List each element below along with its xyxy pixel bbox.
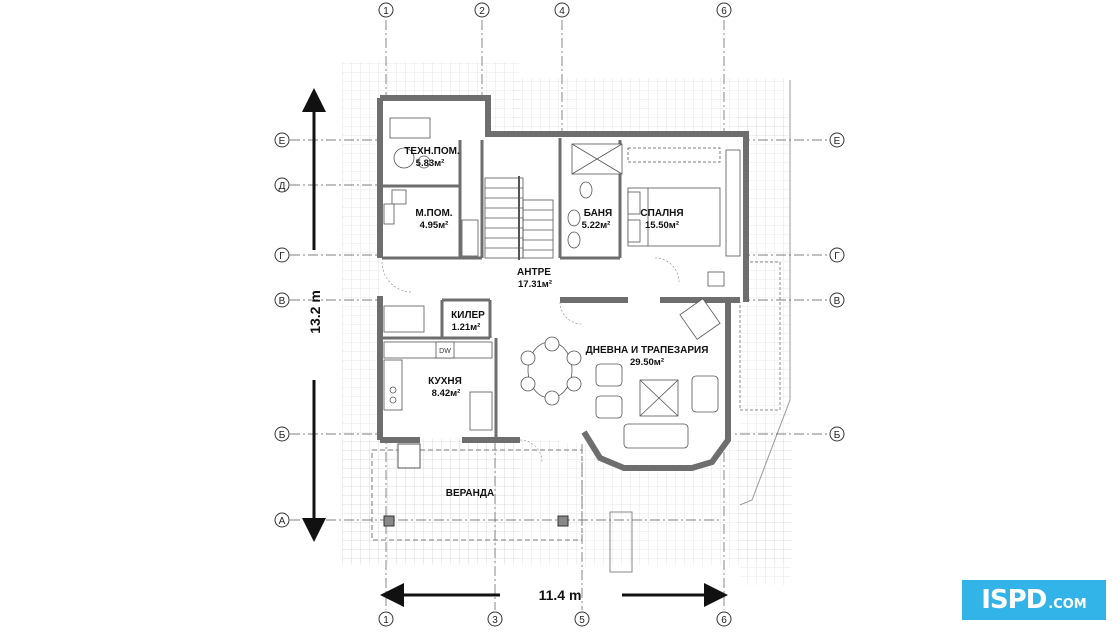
- dining-table: [520, 336, 582, 406]
- svg-text:5: 5: [579, 615, 585, 626]
- room-label-pantry: КИЛЕР: [451, 310, 485, 321]
- room-label-tech: ТЕХН.ПОМ.: [404, 146, 460, 157]
- room-label-mpom: М.ПОМ.: [415, 208, 452, 219]
- room-label-veranda: ВЕРАНДА: [446, 488, 494, 499]
- ispd-logo: ISPD.COM: [962, 580, 1106, 620]
- bedroom-furniture: [627, 147, 741, 287]
- svg-text:4: 4: [559, 6, 565, 17]
- living-furniture: [595, 298, 721, 449]
- dimension-height: 13.2 m: [302, 88, 326, 542]
- height-dimension-label: 13.2 m: [307, 290, 323, 334]
- axis-markers-bottom: 1 3 5 6: [378, 611, 732, 627]
- room-label-bedroom: СПАЛНЯ: [640, 208, 683, 219]
- svg-text:6: 6: [721, 615, 727, 626]
- room-label-bath: БАНЯ: [584, 208, 612, 219]
- dimension-width: 11.4 m: [380, 583, 728, 607]
- door-swings: [381, 257, 680, 463]
- svg-text:1: 1: [383, 6, 389, 17]
- room-area-living: 29.50м²: [630, 357, 664, 368]
- svg-text:Е: Е: [279, 136, 286, 147]
- svg-text:Д: Д: [279, 181, 286, 192]
- svg-text:Г: Г: [834, 251, 840, 262]
- walls: [377, 95, 749, 471]
- room-area-bath: 5.22м²: [582, 220, 611, 231]
- svg-text:Б: Б: [834, 430, 841, 441]
- room-label-living: ДНЕВНА И ТРАПЕЗАРИЯ: [586, 345, 709, 356]
- axis-markers-rows: Е Е Д Г Г В В Б Б А: [274, 132, 845, 528]
- room-area-tech: 5.83м²: [416, 158, 445, 169]
- svg-text:В: В: [279, 296, 286, 307]
- svg-text:6: 6: [721, 6, 727, 17]
- room-area-pantry: 1.21м²: [452, 322, 481, 333]
- width-dimension-label: 11.4 m: [539, 587, 582, 603]
- svg-text:Б: Б: [279, 430, 286, 441]
- room-area-hall: 17.31м²: [518, 279, 552, 290]
- svg-text:1: 1: [383, 615, 389, 626]
- inner-walls: [382, 138, 622, 440]
- svg-text:Е: Е: [834, 136, 841, 147]
- svg-text:А: А: [279, 516, 286, 527]
- svg-text:В: В: [834, 296, 841, 307]
- svg-text:3: 3: [492, 615, 498, 626]
- svg-text:2: 2: [479, 6, 485, 17]
- room-label-kitchen: КУХНЯ: [428, 376, 462, 387]
- tech-room-fixtures: [383, 117, 479, 257]
- staircase: [484, 176, 554, 260]
- bathroom-fixtures: [567, 143, 623, 249]
- veranda: [371, 443, 583, 541]
- kitchen-fixtures: [383, 305, 493, 431]
- room-area-bedroom: 15.50м²: [645, 220, 679, 231]
- axis-markers-top: 1 2 4 6: [378, 2, 732, 18]
- room-area-mpom: 4.95м²: [420, 220, 449, 231]
- svg-text:Г: Г: [279, 251, 285, 262]
- room-label-hall: АНТРЕ: [517, 267, 551, 278]
- dishwasher-label: DW: [439, 348, 451, 355]
- room-area-kitchen: 8.42м²: [432, 388, 461, 399]
